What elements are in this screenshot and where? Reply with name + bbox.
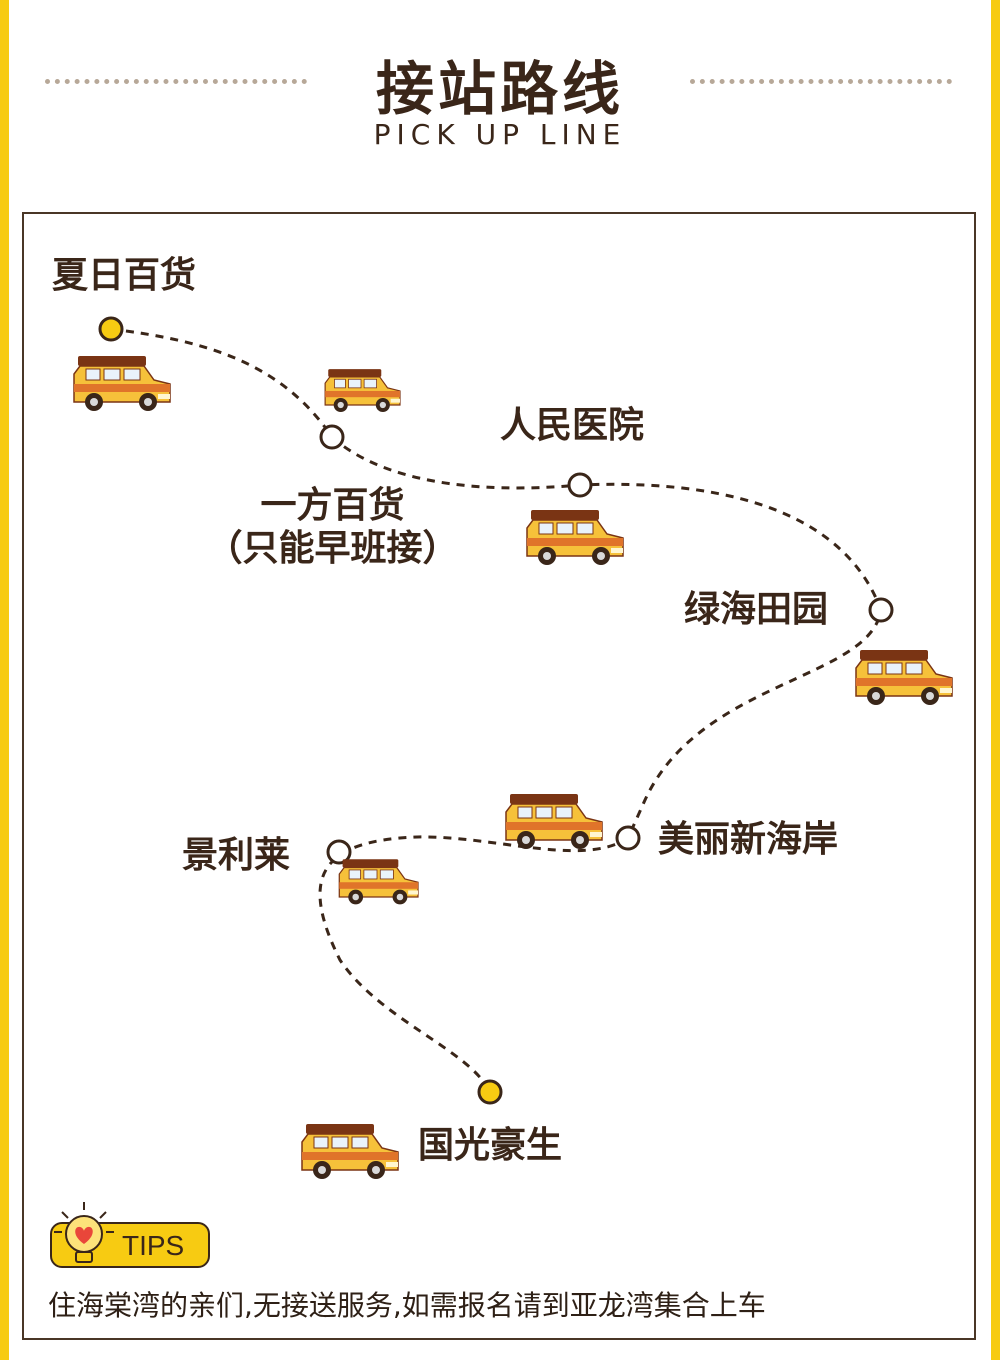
stop-label-renmin: 人民医院 bbox=[500, 405, 645, 446]
stop-label-xiari: 夏日百货 bbox=[52, 255, 197, 296]
stop-note-yifang: （只能早班接） bbox=[206, 528, 459, 570]
lightbulb-heart-icon bbox=[54, 1202, 114, 1263]
stop-marker-renmin bbox=[567, 472, 593, 498]
page-title: 接站路线 bbox=[375, 55, 624, 123]
stop-label-yifang: 一方百货 （只能早班接） bbox=[200, 484, 465, 570]
title-dots-right bbox=[690, 79, 952, 84]
stop-label-meili: 美丽新海岸 bbox=[658, 819, 839, 860]
stop-label-lvhai: 绿海田园 bbox=[684, 589, 829, 630]
stop-label-jinglilai: 景利莱 bbox=[182, 835, 291, 876]
stop-marker-guoguang bbox=[477, 1079, 503, 1105]
left-yellow-edge bbox=[0, 0, 9, 1360]
route-frame bbox=[22, 212, 976, 1340]
stop-label-guoguang: 国光豪生 bbox=[418, 1125, 563, 1166]
tips-label: TIPS bbox=[122, 1230, 185, 1261]
car-icon bbox=[855, 649, 953, 706]
stop-marker-xiari bbox=[98, 316, 124, 342]
tips-body: 住海棠湾的亲们,无接送服务,如需报名请到亚龙湾集合上车 bbox=[48, 1289, 766, 1322]
stop-marker-yifang bbox=[319, 424, 345, 450]
car-icon bbox=[324, 368, 401, 413]
car-icon bbox=[338, 858, 419, 905]
right-yellow-edge bbox=[991, 0, 1000, 1360]
page-subtitle: PICK UP LINE bbox=[373, 118, 627, 151]
stop-marker-meili bbox=[615, 825, 641, 851]
car-icon bbox=[301, 1123, 399, 1180]
title-dots-left bbox=[45, 79, 307, 84]
stop-marker-jinglilai bbox=[326, 839, 352, 865]
car-icon bbox=[526, 509, 624, 566]
car-icon bbox=[505, 793, 603, 850]
car-icon bbox=[73, 355, 171, 412]
route-path bbox=[110, 327, 883, 1093]
stop-marker-lvhai bbox=[868, 597, 894, 623]
stop-name-yifang: 一方百货 bbox=[260, 485, 405, 526]
